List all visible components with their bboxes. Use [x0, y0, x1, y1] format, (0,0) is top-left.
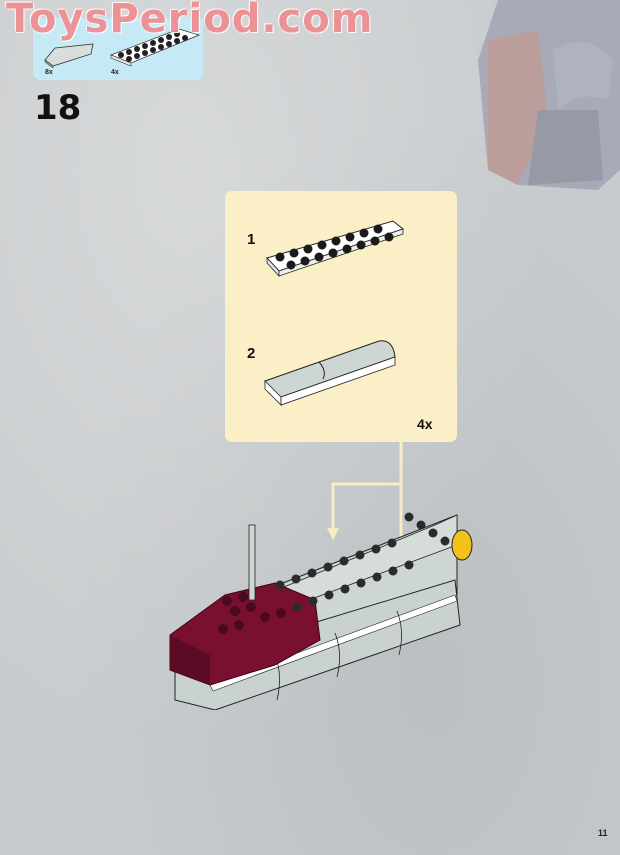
- substep-number: 2: [247, 345, 256, 362]
- curved-slope-assembly-icon: [264, 340, 396, 406]
- substep-callout: 1 2 4x: [225, 191, 457, 442]
- model-assembly-illustration: [169, 512, 473, 710]
- multiplier-label: 4x: [417, 416, 433, 432]
- part-quantity: 4x: [111, 69, 119, 76]
- step-number: 18: [34, 88, 82, 128]
- substep-number: 1: [247, 231, 256, 248]
- part-quantity: 8x: [45, 69, 53, 76]
- darth-vader-helmet-icon: [478, 0, 620, 190]
- curved-slope-part-icon: [44, 43, 94, 68]
- page-number: 11: [598, 828, 608, 838]
- plate-part-icon: [109, 28, 201, 67]
- parts-list: 8x 4x: [33, 18, 203, 80]
- watermark: ToysPeriod.com: [6, 0, 374, 42]
- plate-icon: [266, 220, 405, 278]
